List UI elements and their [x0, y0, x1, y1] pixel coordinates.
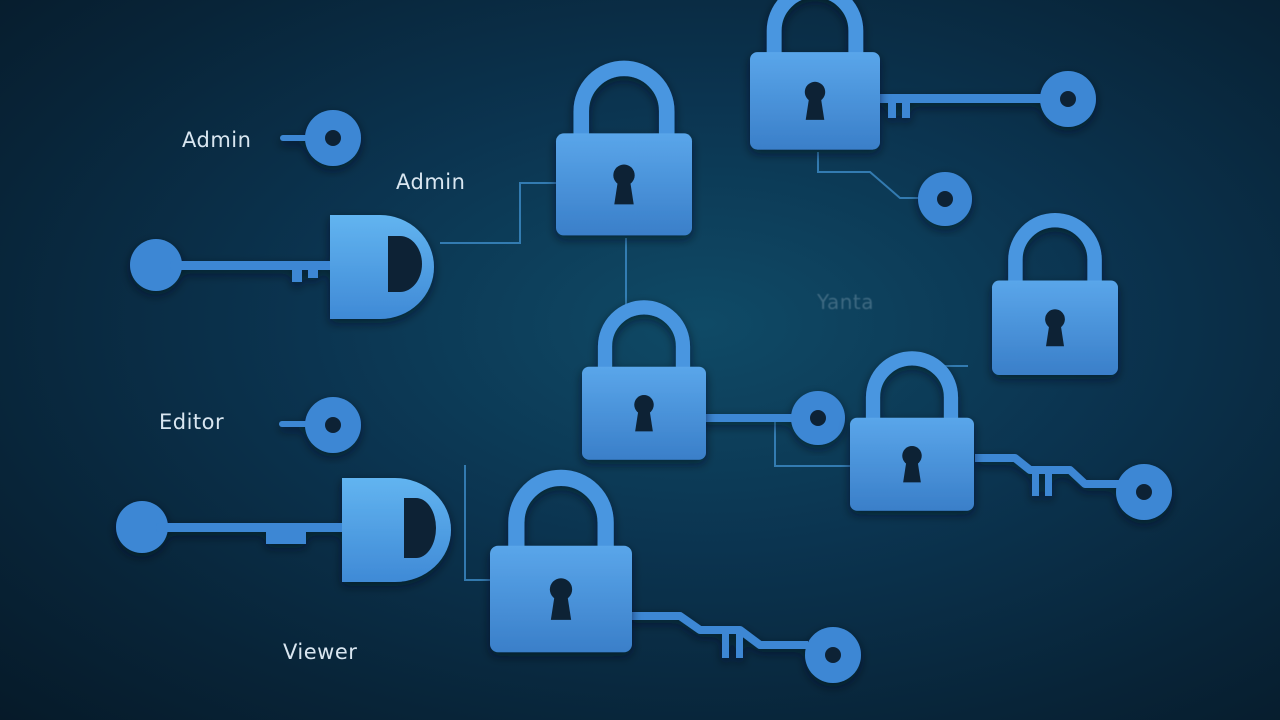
role-label-editor: Editor: [159, 410, 225, 434]
key-icon: [628, 612, 861, 683]
role-label-viewer: Viewer: [283, 640, 358, 664]
key-icon: [918, 172, 972, 226]
padlock-icon: [992, 220, 1118, 375]
padlock-icon: [850, 358, 974, 510]
key-icon: [875, 71, 1096, 127]
role-label-admin-1: Admin: [182, 128, 252, 152]
padlock-icon: [582, 307, 706, 459]
padlock-icon: [556, 68, 692, 235]
padlock-icon: [750, 0, 880, 150]
key-icon: [279, 397, 361, 453]
key-icon: [700, 391, 845, 445]
role-label-faded: Yanta: [817, 290, 874, 314]
role-label-admin-2: Admin: [396, 170, 466, 194]
key-icon: [280, 110, 361, 166]
key-icon: [975, 454, 1172, 520]
key-icon: [116, 478, 451, 582]
padlock-icon: [490, 478, 632, 652]
key-icon: [130, 215, 434, 319]
